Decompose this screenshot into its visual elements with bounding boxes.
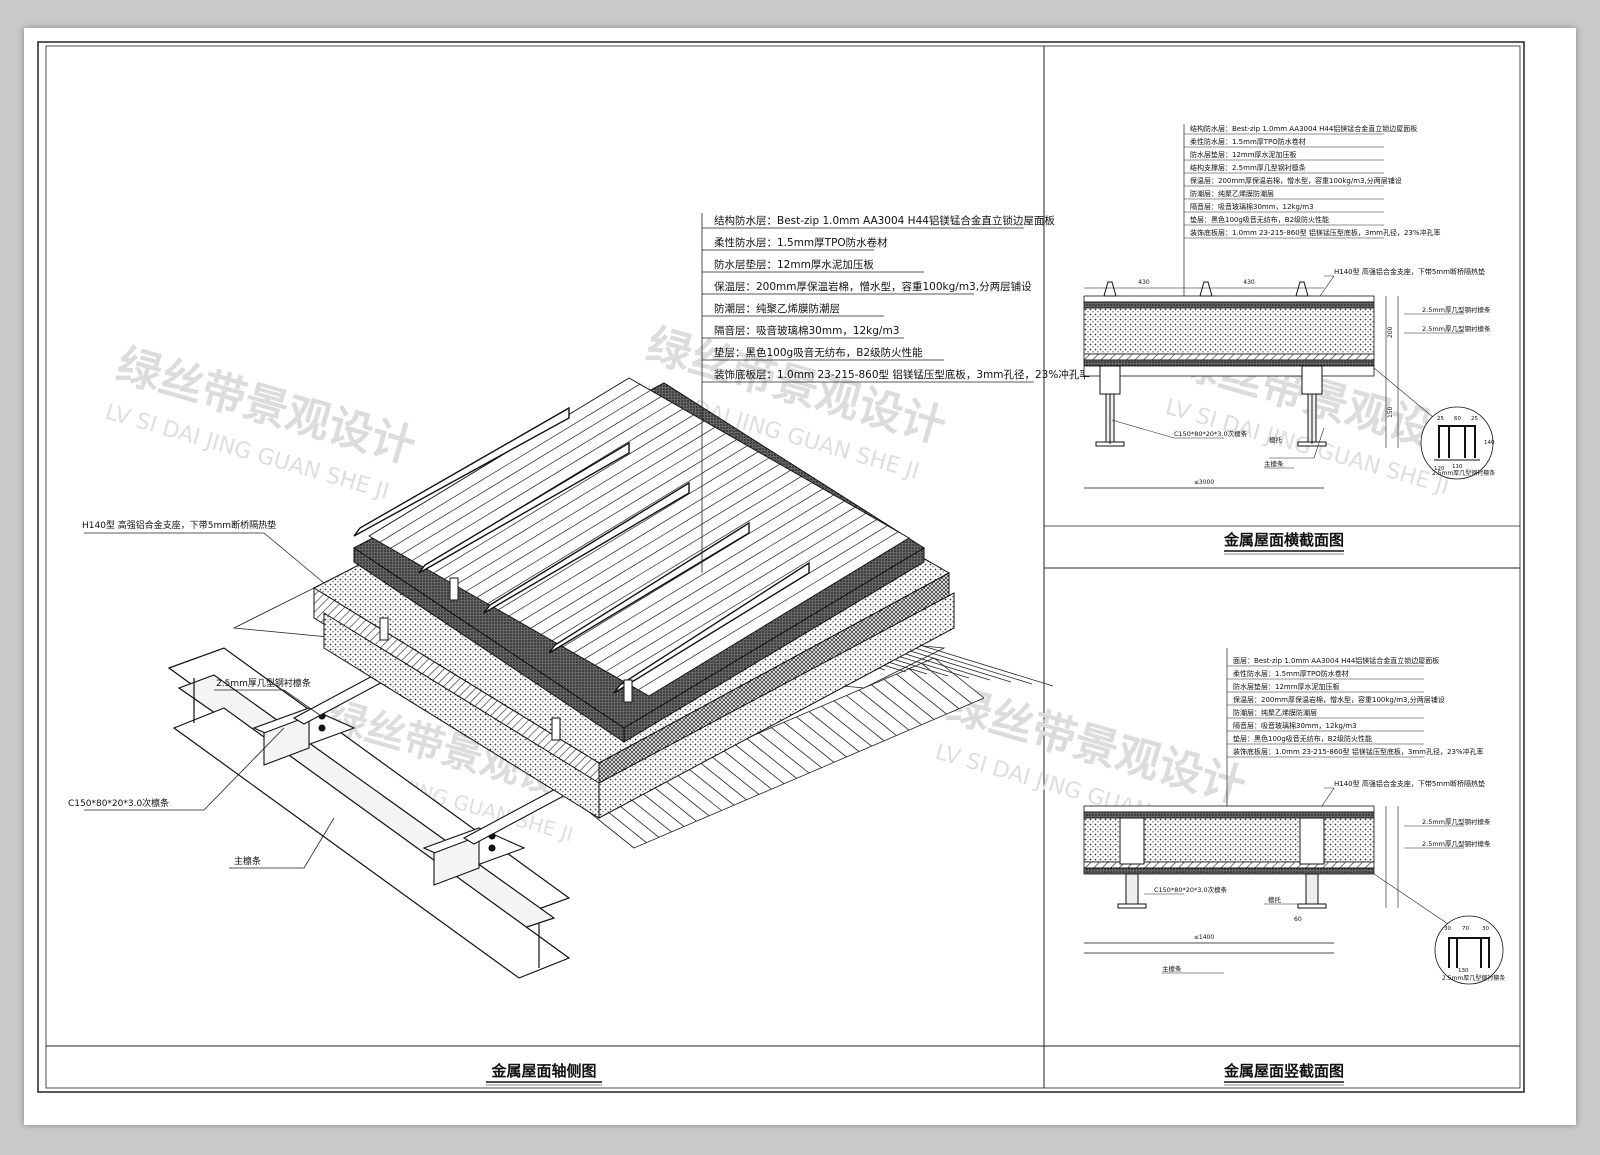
cross-callout-main-purlin: 主檩条 — [1264, 459, 1284, 468]
cross-detail-120: 120 — [1434, 466, 1445, 472]
vert-callout-leaders — [1144, 787, 1464, 974]
cross-detail-110: 110 — [1452, 464, 1463, 470]
cross-layers-8: 垫层：黑色100g吸音无纺布，B2级防火性能 — [1190, 215, 1329, 224]
cross-layers-2: 柔性防水层：1.5mm厚TPO防水卷材 — [1190, 137, 1306, 146]
cross-callout-steel-a: 2.5mm厚几型钢衬檩条 — [1422, 305, 1491, 314]
axo-layer-1: 结构防水层：Best-zip 1.0mm AA3004 H44铝镁锰合金直立锁边… — [714, 214, 1055, 227]
vert-dim-span: ≤1400 — [1194, 934, 1214, 941]
cross-layers-6: 防潮层：纯聚乙烯膜防潮层 — [1190, 189, 1274, 198]
axo-layer-2: 柔性防水层：1.5mm厚TPO防水卷材 — [714, 236, 888, 249]
cross-callout-bracket: 檩托 — [1269, 435, 1283, 444]
cross-dim-430a: 430 — [1138, 279, 1150, 286]
axo-layer-8: 装饰底板层：1.0mm 23-215-860型 铝镁锰压型底板，3mm孔径，23… — [714, 368, 1090, 381]
vert-layers-7: 垫层：黑色100g吸音无纺布，B2级防火性能 — [1233, 734, 1372, 743]
vert-detail-30b: 30 — [1482, 926, 1489, 932]
cross-layers-3: 防水层垫层：12mm厚水泥加压板 — [1190, 150, 1297, 159]
vert-layers-6: 隔音层：吸音玻璃棉30mm，12kg/m3 — [1233, 721, 1357, 730]
cross-section-view: 结构防水层：Best-zip 1.0mm AA3004 H44铝镁锰合金直立锁边… — [1083, 124, 1495, 555]
cross-layers-9: 装饰底板层：1.0mm 23-215-860型 铝镁锰压型底板，3mm孔径，23… — [1190, 228, 1441, 237]
vert-callout-steel-a: 2.5mm厚几型钢衬檩条 — [1422, 817, 1491, 826]
axo-layer-4: 保温层：200mm厚保温岩棉，憎水型，容重100kg/m3,分两层铺设 — [714, 280, 1032, 293]
axo-layer-6: 隔音层：吸音玻璃棉30mm，12kg/m3 — [714, 324, 899, 337]
vert-detail-130: 130 — [1458, 968, 1469, 974]
cross-callout-leaders — [1111, 275, 1464, 469]
cross-dim-200: 200 — [1387, 326, 1394, 338]
cross-layers-7: 隔音层：吸音玻璃棉30mm，12kg/m3 — [1190, 202, 1314, 211]
vert-callout-main-purlin: 主檩条 — [1162, 964, 1182, 973]
axo-leaders — [84, 213, 1034, 869]
support-clips — [379, 577, 633, 741]
axo-layer-3: 防水层垫层：12mm厚水泥加压板 — [714, 258, 874, 271]
cross-detail-60: 60 — [1454, 416, 1461, 422]
vert-detail-30a: 30 — [1444, 926, 1451, 932]
axo-layer-7: 垫层：黑色100g吸音无纺布，B2级防火性能 — [714, 346, 923, 359]
vertical-section-view: 面层：Best-zip 1.0mm AA3004 H44铝镁锰合金直立锁边屋面板… — [1083, 648, 1505, 1086]
cross-callout-sub-purlin: C150*80*20*3.0次檩条 — [1174, 429, 1248, 438]
vert-layer-rules — [1227, 665, 1424, 758]
cross-dim-150: 150 — [1387, 406, 1394, 418]
cross-dim-span: ≤3000 — [1194, 479, 1214, 486]
vert-layers-8: 装饰底板层：1.0mm 23-215-860型 铝镁锰压型底板，3mm孔径，23… — [1233, 747, 1484, 756]
vert-detail-70: 70 — [1462, 926, 1469, 932]
cross-seams — [1103, 281, 1309, 297]
vert-callout-support: H140型 高强铝合金支座，下带5mm断桥隔热垫 — [1334, 779, 1485, 788]
cross-dim-430b: 430 — [1243, 279, 1255, 286]
axo-layer-5: 防潮层：纯聚乙烯膜防潮层 — [714, 302, 840, 315]
cross-section-title: 金属屋面横截面图 — [1223, 531, 1344, 549]
sheet-frame — [37, 41, 1525, 1093]
vert-supports — [1117, 817, 1327, 909]
axonometric-view: 结构防水层：Best-zip 1.0mm AA3004 H44铝镁锰合金直立锁边… — [68, 213, 1090, 1086]
drawing-canvas: 绿丝带景观设计 LV SI DAI JING GUAN SHE JI 绿丝带景观… — [37, 41, 1525, 1093]
vert-layers-5: 防潮层：纯聚乙烯膜防潮层 — [1233, 708, 1317, 717]
vert-layers-1: 面层：Best-zip 1.0mm AA3004 H44铝镁锰合金直立锁边屋面板 — [1233, 656, 1439, 665]
cross-layer-rules — [1184, 133, 1384, 239]
vert-layers-3: 防水层垫层：12mm厚水泥加压板 — [1233, 682, 1340, 691]
vert-detail-bubble — [1434, 915, 1504, 985]
vert-layers-2: 柔性防水层：1.5mm厚TPO防水卷材 — [1233, 669, 1349, 678]
vert-layers-4: 保温层：200mm厚保温岩棉，憎水型，容重100kg/m3,分两层铺设 — [1233, 695, 1445, 704]
axo-callout-support: H140型 高强铝合金支座，下带5mm断桥隔热垫 — [82, 519, 276, 531]
drawing-sheet: 绿丝带景观设计 LV SI DAI JING GUAN SHE JI 绿丝带景观… — [24, 28, 1576, 1125]
vert-detail-label: 2.5mm厚几型钢衬檩条 — [1442, 974, 1505, 982]
cross-layers-4: 结构支撑层：2.5mm厚几型钢衬檩条 — [1190, 163, 1306, 172]
cross-detail-label: 2.5mm厚几型钢衬檩条 — [1432, 469, 1495, 477]
vert-callout-bracket: 檩托 — [1268, 895, 1282, 904]
cross-layers-5: 保温层：200mm厚保温岩棉，憎水型，容重100kg/m3,分两层铺设 — [1190, 176, 1402, 185]
cross-callout-steel-b: 2.5mm厚几型钢衬檩条 — [1422, 324, 1491, 333]
cross-detail-bubble — [1420, 406, 1494, 480]
vert-layer-list: 面层：Best-zip 1.0mm AA3004 H44铝镁锰合金直立锁边屋面板… — [1233, 656, 1484, 756]
standing-seams — [353, 406, 810, 694]
axo-layer-list: 结构防水层：Best-zip 1.0mm AA3004 H44铝镁锰合金直立锁边… — [714, 214, 1090, 381]
cross-section-body — [1083, 295, 1375, 377]
cross-detail-25b: 25 — [1471, 416, 1478, 422]
axo-callout-main-purlin: 主檩条 — [234, 855, 261, 867]
panel-ribs — [379, 383, 899, 691]
cross-detail-140: 140 — [1484, 440, 1495, 446]
vert-callout-steel-b: 2.5mm厚几型钢衬檩条 — [1422, 839, 1491, 848]
vert-dim-60: 60 — [1294, 916, 1302, 923]
axo-callout-steel: 2.5mm厚几型钢衬檩条 — [216, 677, 311, 689]
cross-detail-25a: 25 — [1437, 416, 1444, 422]
vertical-section-title: 金属屋面竖截面图 — [1223, 1062, 1344, 1080]
axo-callout-sub-purlin: C150*80*20*3.0次檩条 — [68, 797, 169, 809]
cross-purlins — [1095, 365, 1327, 447]
cross-layer-list: 结构防水层：Best-zip 1.0mm AA3004 H44铝镁锰合金直立锁边… — [1190, 124, 1441, 237]
vert-dims-right — [1385, 806, 1399, 908]
cross-callout-support: H140型 高强铝合金支座，下带5mm断桥隔热垫 — [1334, 267, 1485, 276]
cross-dims-right — [1385, 296, 1399, 448]
vert-callout-sub-purlin: C150*80*20*3.0次檩条 — [1154, 885, 1228, 894]
cross-layers-1: 结构防水层：Best-zip 1.0mm AA3004 H44铝镁锰合金直立锁边… — [1190, 124, 1417, 133]
axonometric-title: 金属屋面轴侧图 — [490, 1062, 596, 1080]
